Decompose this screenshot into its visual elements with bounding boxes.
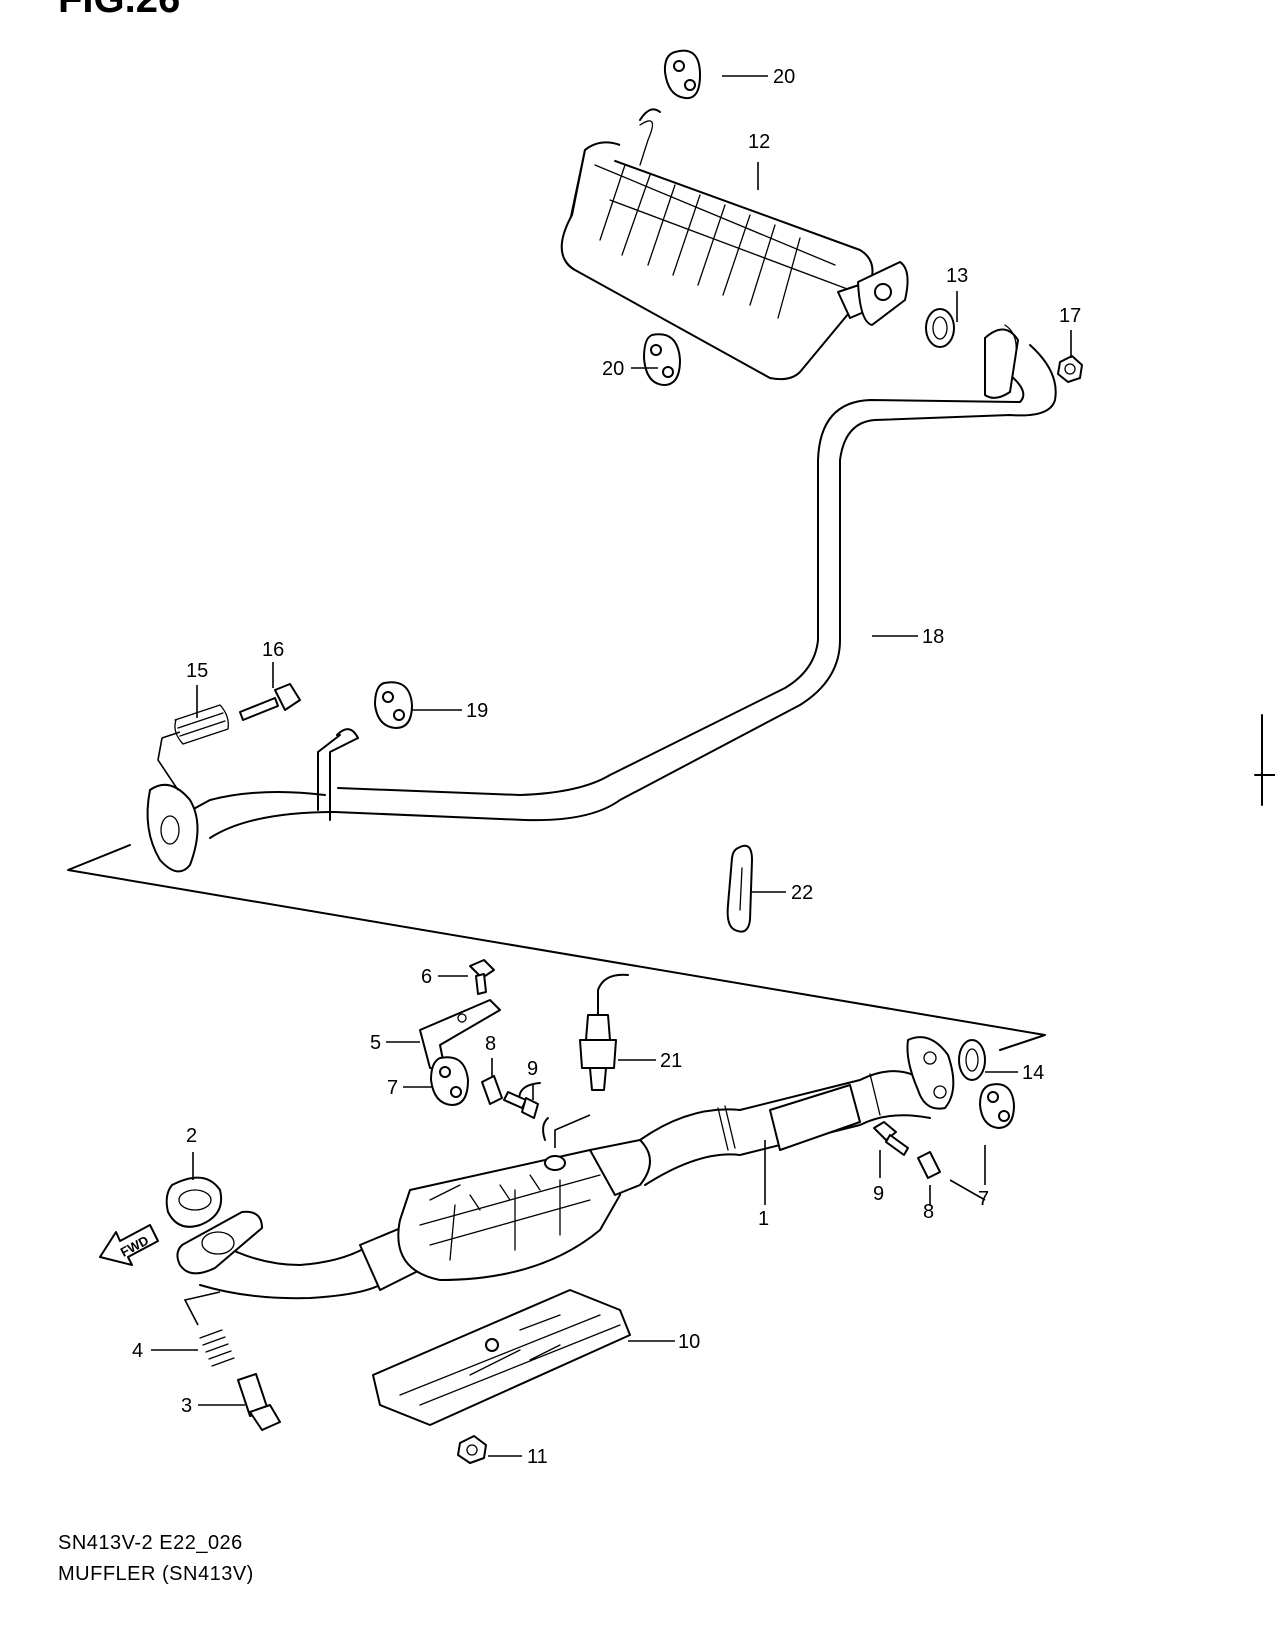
hanger-rubber-20-top: [663, 49, 701, 100]
hanger-rubber-7-right: [979, 1083, 1015, 1129]
gasket-14: [958, 1039, 986, 1081]
front-flange: [176, 1210, 263, 1275]
muffler-12: [560, 108, 909, 381]
heat-shield-10: [372, 1289, 631, 1426]
bracket-5: [419, 999, 501, 1071]
section-divider: [67, 844, 1046, 1051]
callout-18: 18: [922, 626, 944, 648]
oxygen-sensor-21: [579, 973, 629, 1091]
callout-8-left: 8: [485, 1033, 496, 1055]
callout-5: 5: [370, 1032, 381, 1054]
bolt-9-right: [873, 1121, 909, 1156]
bracket-22: [726, 844, 753, 933]
callout-2: 2: [186, 1125, 197, 1147]
callout-1: 1: [758, 1208, 769, 1230]
callout-15: 15: [186, 660, 208, 682]
callout-11: 11: [527, 1446, 548, 1468]
bolt-6: [469, 959, 495, 995]
bolt-9-left: [503, 1091, 539, 1119]
callout-20-top: 20: [773, 66, 795, 88]
fwd-label: FWD: [118, 1233, 151, 1260]
callout-17: 17: [1059, 305, 1081, 327]
callout-6: 6: [421, 966, 432, 988]
part-callouts: 20 12 13 17 20 18 15 16 19 22 6 5 8 9 21…: [132, 66, 1081, 1468]
gasket-13: [925, 308, 955, 348]
leader-lines: [151, 75, 1072, 1457]
callout-20-mid: 20: [602, 358, 624, 380]
callout-10: 10: [678, 1331, 700, 1353]
hanger-rubber-7-left: [430, 1056, 469, 1106]
callout-12: 12: [748, 131, 770, 153]
callout-8-right: 8: [923, 1201, 934, 1223]
callout-22: 22: [791, 882, 813, 904]
spring-15: [174, 704, 229, 745]
callout-19: 19: [466, 700, 488, 722]
center-pipe-18: [146, 324, 1057, 873]
nut-17: [1057, 355, 1083, 383]
diagram-code: SN413V-2 E22_026: [58, 1532, 243, 1554]
diagram-name: MUFFLER (SN413V): [58, 1563, 254, 1585]
nut-11: [457, 1435, 487, 1464]
spring-4: [199, 1329, 235, 1367]
callout-14: 14: [1022, 1062, 1044, 1084]
front-pipe-catalyst-1: [199, 1036, 955, 1300]
callout-7-left: 7: [387, 1077, 398, 1099]
bolt-16: [239, 683, 301, 721]
figure-title: FIG.26: [58, 0, 180, 21]
forward-arrow-icon: FWD: [99, 1224, 159, 1266]
hanger-rubber-19: [374, 681, 413, 729]
bolt-3: [237, 1373, 281, 1431]
callout-4: 4: [132, 1340, 143, 1362]
gasket-2: [165, 1176, 222, 1228]
callout-13: 13: [946, 265, 968, 287]
callout-3: 3: [181, 1395, 192, 1417]
callout-9-left: 9: [527, 1058, 538, 1080]
collar-8-right: [917, 1151, 941, 1179]
callout-7-right: 7: [978, 1188, 989, 1210]
callout-21: 21: [660, 1050, 682, 1072]
callout-9-right: 9: [873, 1183, 884, 1205]
callout-16: 16: [262, 639, 284, 661]
edge-mark: [1254, 714, 1275, 806]
collar-8-left: [481, 1075, 503, 1105]
hanger-rubber-20-mid: [643, 333, 681, 386]
